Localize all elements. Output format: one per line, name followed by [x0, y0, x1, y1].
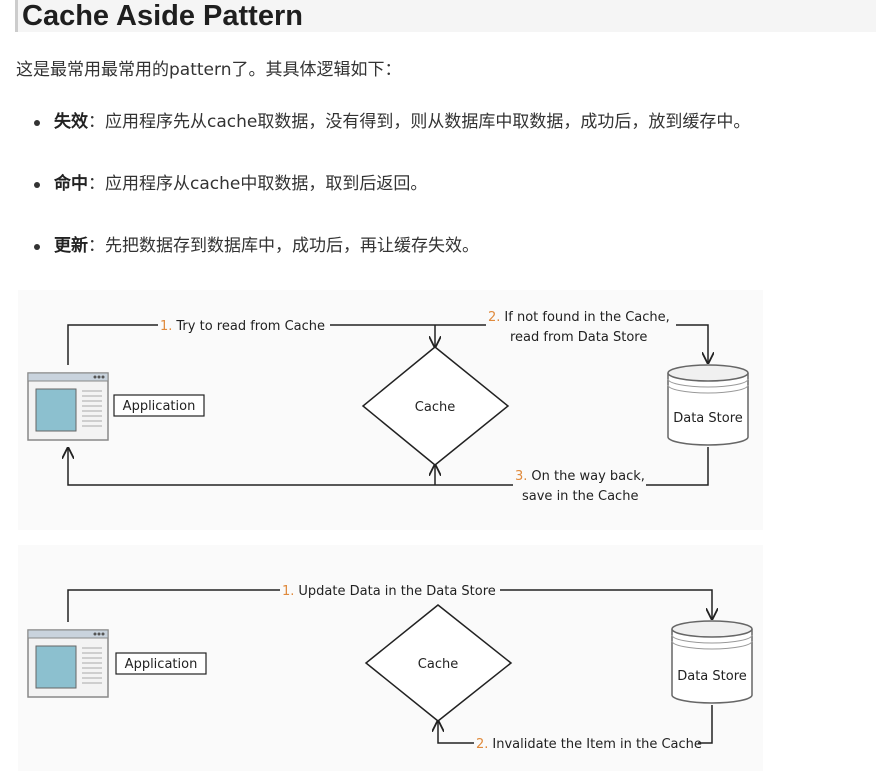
cache-label: Cache — [415, 400, 455, 415]
update-flow-diagram: Application Cache Data Store 1.Update Da… — [18, 545, 763, 771]
return-path-line — [646, 447, 709, 486]
term-miss: 失效 — [54, 112, 88, 132]
bullet-dot-icon — [34, 182, 40, 188]
data-store-cylinder — [667, 364, 749, 446]
data-store-label: Data Store — [673, 411, 743, 426]
read-path-line — [67, 324, 158, 365]
step-2-label: 2.If not found in the Cache, — [488, 310, 670, 325]
arrow-invalidate-cache — [438, 721, 474, 744]
application-window-icon — [27, 372, 109, 441]
intro-text: 这是最常用最常用的pattern了。其具体逻辑如下： — [16, 60, 402, 80]
desc-miss: ：应用程序先从cache取数据，没有得到，则从数据库中取数据，成功后，放到缓存中… — [88, 112, 751, 132]
application-label-box — [113, 394, 205, 417]
update-path-line — [67, 589, 280, 622]
desc-hit: ：应用程序从cache中取数据，取到后返回。 — [88, 174, 428, 194]
arrow-into-data-store — [676, 324, 708, 363]
step-1-label: 1.Update Data in the Data Store — [282, 584, 496, 599]
term-hit: 命中 — [54, 174, 88, 194]
bullet-dot-icon — [34, 120, 40, 126]
arrow-into-data-store — [500, 589, 712, 619]
application-label: Application — [123, 399, 196, 414]
bullet-dot-icon — [34, 244, 40, 250]
list-item-update: 更新：先把数据存到数据库中，成功后，再让缓存失效。 — [34, 234, 479, 258]
application-label-box — [115, 652, 207, 675]
desc-update: ：先把数据存到数据库中，成功后，再让缓存失效。 — [88, 236, 479, 256]
application-window-icon — [27, 629, 109, 698]
list-item-hit: 命中：应用程序从cache中取数据，取到后返回。 — [34, 172, 428, 196]
arrow-back-to-app — [68, 448, 513, 486]
data-store-cylinder — [671, 620, 753, 704]
step-3-label-line2: save in the Cache — [522, 489, 638, 504]
step-3-label: 3.On the way back, — [515, 469, 645, 484]
data-store-label: Data Store — [677, 669, 747, 684]
invalidate-path-line — [698, 705, 713, 744]
application-label: Application — [125, 657, 198, 672]
page-title: Cache Aside Pattern — [15, 0, 876, 32]
cache-label: Cache — [418, 657, 458, 672]
step-2-label-line2: read from Data Store — [510, 330, 647, 345]
list-item-miss: 失效：应用程序先从cache取数据，没有得到，则从数据库中取数据，成功后，放到缓… — [34, 110, 751, 134]
step-1-label: 1.Try to read from Cache — [160, 319, 325, 334]
step-2-label: 2.Invalidate the Item in the Cache — [476, 737, 702, 752]
read-flow-diagram: Application Cache Data Store 1.Try to re… — [18, 290, 763, 530]
term-update: 更新 — [54, 236, 88, 256]
